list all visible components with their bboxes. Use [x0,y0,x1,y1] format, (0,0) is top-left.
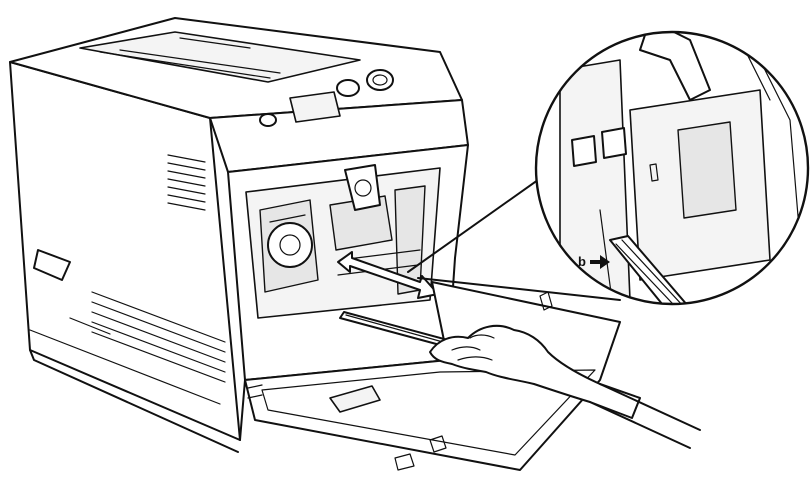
magnified-detail-callout: b [534,30,810,306]
panel-button-left [259,113,277,127]
lcd-display [289,91,341,123]
cover-clip-1 [539,291,553,311]
detail-tab-1 [571,135,597,167]
cassette-slot [29,317,221,405]
output-tray [79,31,361,83]
cover-latch-block [329,385,381,413]
hand-outline [429,324,641,419]
lower-vent-grille [91,291,226,383]
cover-clip-2 [429,435,447,453]
printer [9,17,469,453]
cassette-handle [33,249,71,281]
front-cover-inner [261,369,596,456]
output-tray-slot [99,37,281,79]
side-vent-grille [167,154,206,211]
callout-detail-content [559,32,801,304]
cover-clip-3 [394,453,415,471]
callout-label-b: b [578,254,586,269]
interior-mechanism [259,164,426,295]
front-cover-hinge [247,384,263,399]
callout-circle-border [534,30,810,306]
forearm [589,383,701,449]
callout-arrow-b [590,255,610,269]
panel-button-right [366,69,394,91]
callout-leader [407,169,621,301]
detail-tab-2 [601,127,627,159]
hand [429,324,701,449]
detail-lever [639,32,711,101]
panel-button-right-inner [372,74,388,86]
printer-left-side [9,61,241,441]
release-lever [344,164,381,211]
drum-gear [267,222,313,268]
printer-base [29,349,246,453]
hand-fingers [451,334,495,361]
panel-button-mid [336,79,360,97]
